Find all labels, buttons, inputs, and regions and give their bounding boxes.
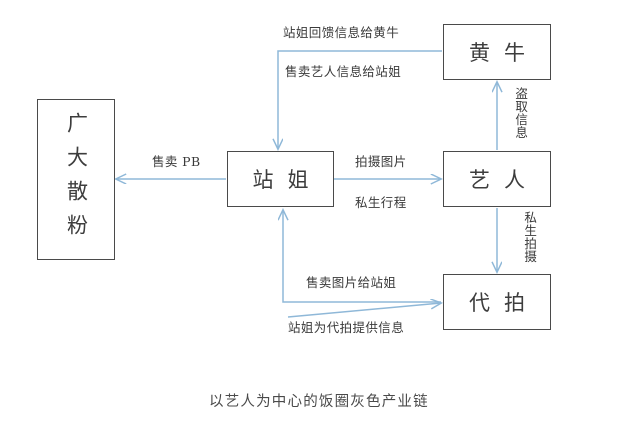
edge-label-private-shoot: 私生拍摄	[522, 211, 538, 263]
node-daipai-label: 代拍	[469, 291, 539, 315]
node-huangniu-label: 黄牛	[469, 41, 539, 65]
node-fans-label: 广大散粉	[64, 111, 89, 248]
edge-label-steal-info: 盗取信息	[513, 87, 529, 139]
node-zhanjie[interactable]: 站姐	[227, 151, 334, 207]
edge-label-zhanjie-supply-daipai: 站姐为代拍提供信息	[288, 320, 405, 335]
edge-label-shoot-photo: 拍摄图片	[355, 154, 407, 169]
edge-label-huangniu-to-zhanjie: 售卖艺人信息给站姐	[285, 64, 402, 79]
node-fans[interactable]: 广大散粉	[37, 99, 115, 260]
diagram-caption: 以艺人为中心的饭圈灰色产业链	[209, 394, 429, 410]
connector-zhanjie-to-daipai	[287, 303, 441, 318]
edge-label-sell-photo-to-zhanjie: 售卖图片给站姐	[306, 275, 397, 290]
node-zhanjie-label: 站姐	[252, 168, 323, 192]
edge-label-zhanjie-to-fans: 售卖 PB	[152, 154, 201, 169]
node-daipai[interactable]: 代拍	[443, 274, 551, 330]
node-yiren-label: 艺人	[469, 168, 539, 192]
node-yiren[interactable]: 艺人	[443, 151, 551, 207]
edge-label-huangniu-feedback: 站姐回馈信息给黄牛	[283, 25, 400, 40]
edge-label-private-itinerary: 私生行程	[355, 195, 407, 210]
node-huangniu[interactable]: 黄牛	[443, 24, 551, 80]
